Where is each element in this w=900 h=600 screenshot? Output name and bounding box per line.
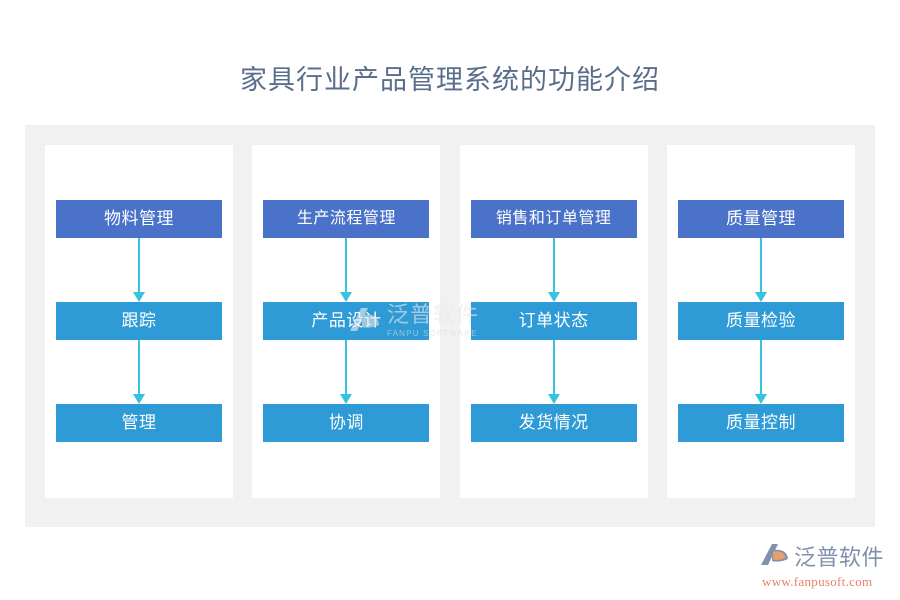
arrow-stem xyxy=(138,238,140,294)
arrow-down-icon xyxy=(129,238,149,302)
flow-node-production-2[interactable]: 协调 xyxy=(263,404,430,442)
flow-column-quality: 质量管理 质量检验 质量控制 xyxy=(666,145,855,498)
flow-node-materials-1[interactable]: 跟踪 xyxy=(56,302,222,340)
flow-node-sales-orders-0[interactable]: 销售和订单管理 xyxy=(470,200,637,238)
arrow-head xyxy=(340,394,353,404)
arrow-head xyxy=(754,292,767,302)
arrow-down-icon xyxy=(129,340,149,404)
arrow-stem xyxy=(759,238,762,294)
arrow-head xyxy=(340,292,353,302)
flow-node-quality-2[interactable]: 质量控制 xyxy=(677,404,844,442)
arrow-head xyxy=(547,394,560,404)
brand-url: www.fanpusoft.com xyxy=(762,574,873,589)
arrow-down-icon xyxy=(336,340,356,404)
flow-column-materials: 物料管理 跟踪 管理 xyxy=(45,145,233,498)
flow-node-production-1[interactable]: 产品设计 xyxy=(263,302,430,340)
flow-column-production: 生产流程管理 产品设计 协调 xyxy=(252,145,441,498)
arrow-down-icon xyxy=(544,340,564,404)
arrow-down-icon xyxy=(751,340,771,404)
arrow-stem xyxy=(759,340,762,396)
flow-node-sales-orders-2[interactable]: 发货情况 xyxy=(470,404,637,442)
arrow-down-icon xyxy=(336,238,356,302)
diagram-panel: 物料管理 跟踪 管理 生产流程管理 产品设计 xyxy=(25,125,875,527)
page-title: 家具行业产品管理系统的功能介绍 xyxy=(240,65,660,95)
arrow-down-icon xyxy=(544,238,564,302)
arrow-head xyxy=(754,394,767,404)
flow-node-quality-0[interactable]: 质量管理 xyxy=(677,200,844,238)
brand-name: 泛普软件 xyxy=(794,545,885,570)
arrow-stem xyxy=(345,238,348,294)
arrow-head xyxy=(547,292,560,302)
flow-node-production-0[interactable]: 生产流程管理 xyxy=(263,200,430,238)
arrow-down-icon xyxy=(751,238,771,302)
arrow-head xyxy=(133,394,145,404)
brand-logo: 泛普软件 www.fanpusoft.com xyxy=(760,540,892,592)
arrow-stem xyxy=(552,238,555,294)
flow-node-materials-0[interactable]: 物料管理 xyxy=(56,200,222,238)
arrow-stem xyxy=(345,340,348,396)
flow-node-sales-orders-1[interactable]: 订单状态 xyxy=(470,302,637,340)
arrow-stem xyxy=(138,340,140,396)
flow-columns: 物料管理 跟踪 管理 生产流程管理 产品设计 xyxy=(45,145,855,498)
flow-node-materials-2[interactable]: 管理 xyxy=(56,404,222,442)
brand-logo-top: 泛普软件 xyxy=(760,540,884,572)
fanpu-logo-icon xyxy=(760,542,790,570)
flow-node-quality-1[interactable]: 质量检验 xyxy=(677,302,844,340)
arrow-head xyxy=(133,292,145,302)
flow-column-sales-orders: 销售和订单管理 订单状态 发货情况 xyxy=(459,145,648,498)
arrow-stem xyxy=(552,340,555,396)
